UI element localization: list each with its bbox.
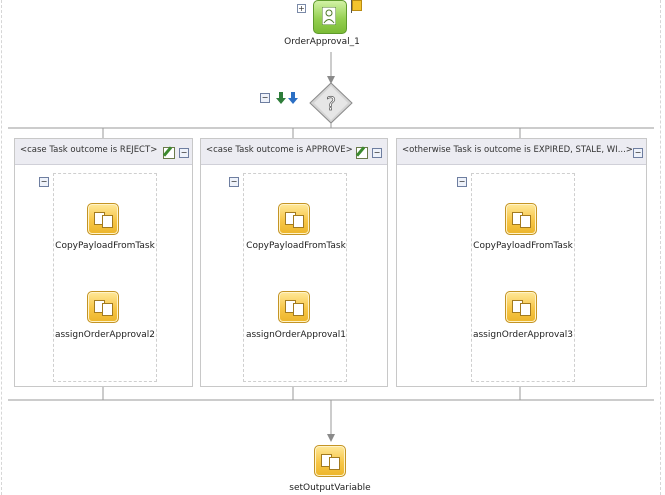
case-collapse-toggle[interactable]: −: [633, 148, 643, 158]
start-expand-toggle[interactable]: +: [297, 4, 306, 13]
sequence-collapse-toggle[interactable]: −: [229, 177, 239, 187]
assign-icon[interactable]: [314, 445, 346, 477]
case-title: <case Task outcome is REJECT>: [20, 145, 158, 155]
case-title: <otherwise Task is outcome is EXPIRED, S…: [402, 145, 633, 155]
add-case-icon: [276, 92, 286, 104]
switch-collapse-toggle[interactable]: −: [260, 93, 270, 103]
sequence-container: [53, 173, 157, 382]
start-activity-label: OrderApproval_1: [284, 37, 360, 47]
case-title: <case Task outcome is APPROVE>: [206, 145, 353, 155]
sequence-container: [471, 173, 575, 382]
flag-icon: [352, 0, 362, 11]
edit-condition-icon[interactable]: [356, 147, 368, 159]
edit-condition-icon[interactable]: [163, 147, 175, 159]
add-case-icons[interactable]: [274, 90, 302, 106]
activity-label: assignOrderApproval2: [54, 330, 156, 340]
sequence-collapse-toggle[interactable]: −: [457, 177, 467, 187]
move-down-icon: [288, 92, 298, 104]
case-panel-approve[interactable]: <case Task outcome is APPROVE> − −: [200, 138, 388, 387]
flag-pole: [351, 0, 352, 13]
activity-label: CopyPayloadFromTask: [473, 241, 573, 251]
case-collapse-toggle[interactable]: −: [179, 148, 189, 158]
svg-text:?: ?: [326, 93, 336, 115]
question-diamond-icon[interactable]: ?: [309, 82, 353, 124]
human-task-icon[interactable]: [313, 0, 347, 34]
sequence-collapse-toggle[interactable]: −: [39, 177, 49, 187]
activity-label: assignOrderApproval1: [245, 330, 347, 340]
sequence-container: [243, 173, 347, 382]
assign-icon[interactable]: [278, 203, 310, 235]
assign-icon[interactable]: [87, 291, 119, 323]
case-header: <otherwise Task is outcome is EXPIRED, S…: [397, 139, 646, 165]
canvas-right-border: [660, 0, 661, 495]
assign-icon[interactable]: [278, 291, 310, 323]
activity-label: CopyPayloadFromTask: [246, 241, 346, 251]
activity-label: assignOrderApproval3: [472, 330, 574, 340]
case-panel-otherwise[interactable]: <otherwise Task is outcome is EXPIRED, S…: [396, 138, 647, 387]
person-icon: [322, 7, 336, 25]
activity-label: CopyPayloadFromTask: [55, 241, 155, 251]
final-activity-label: setOutputVariable: [289, 483, 371, 493]
assign-icon[interactable]: [87, 203, 119, 235]
assign-icon[interactable]: [505, 291, 537, 323]
canvas-left-border: [1, 0, 2, 495]
assign-icon[interactable]: [505, 203, 537, 235]
case-panel-reject[interactable]: <case Task outcome is REJECT> − −: [14, 138, 193, 387]
case-collapse-toggle[interactable]: −: [372, 148, 382, 158]
